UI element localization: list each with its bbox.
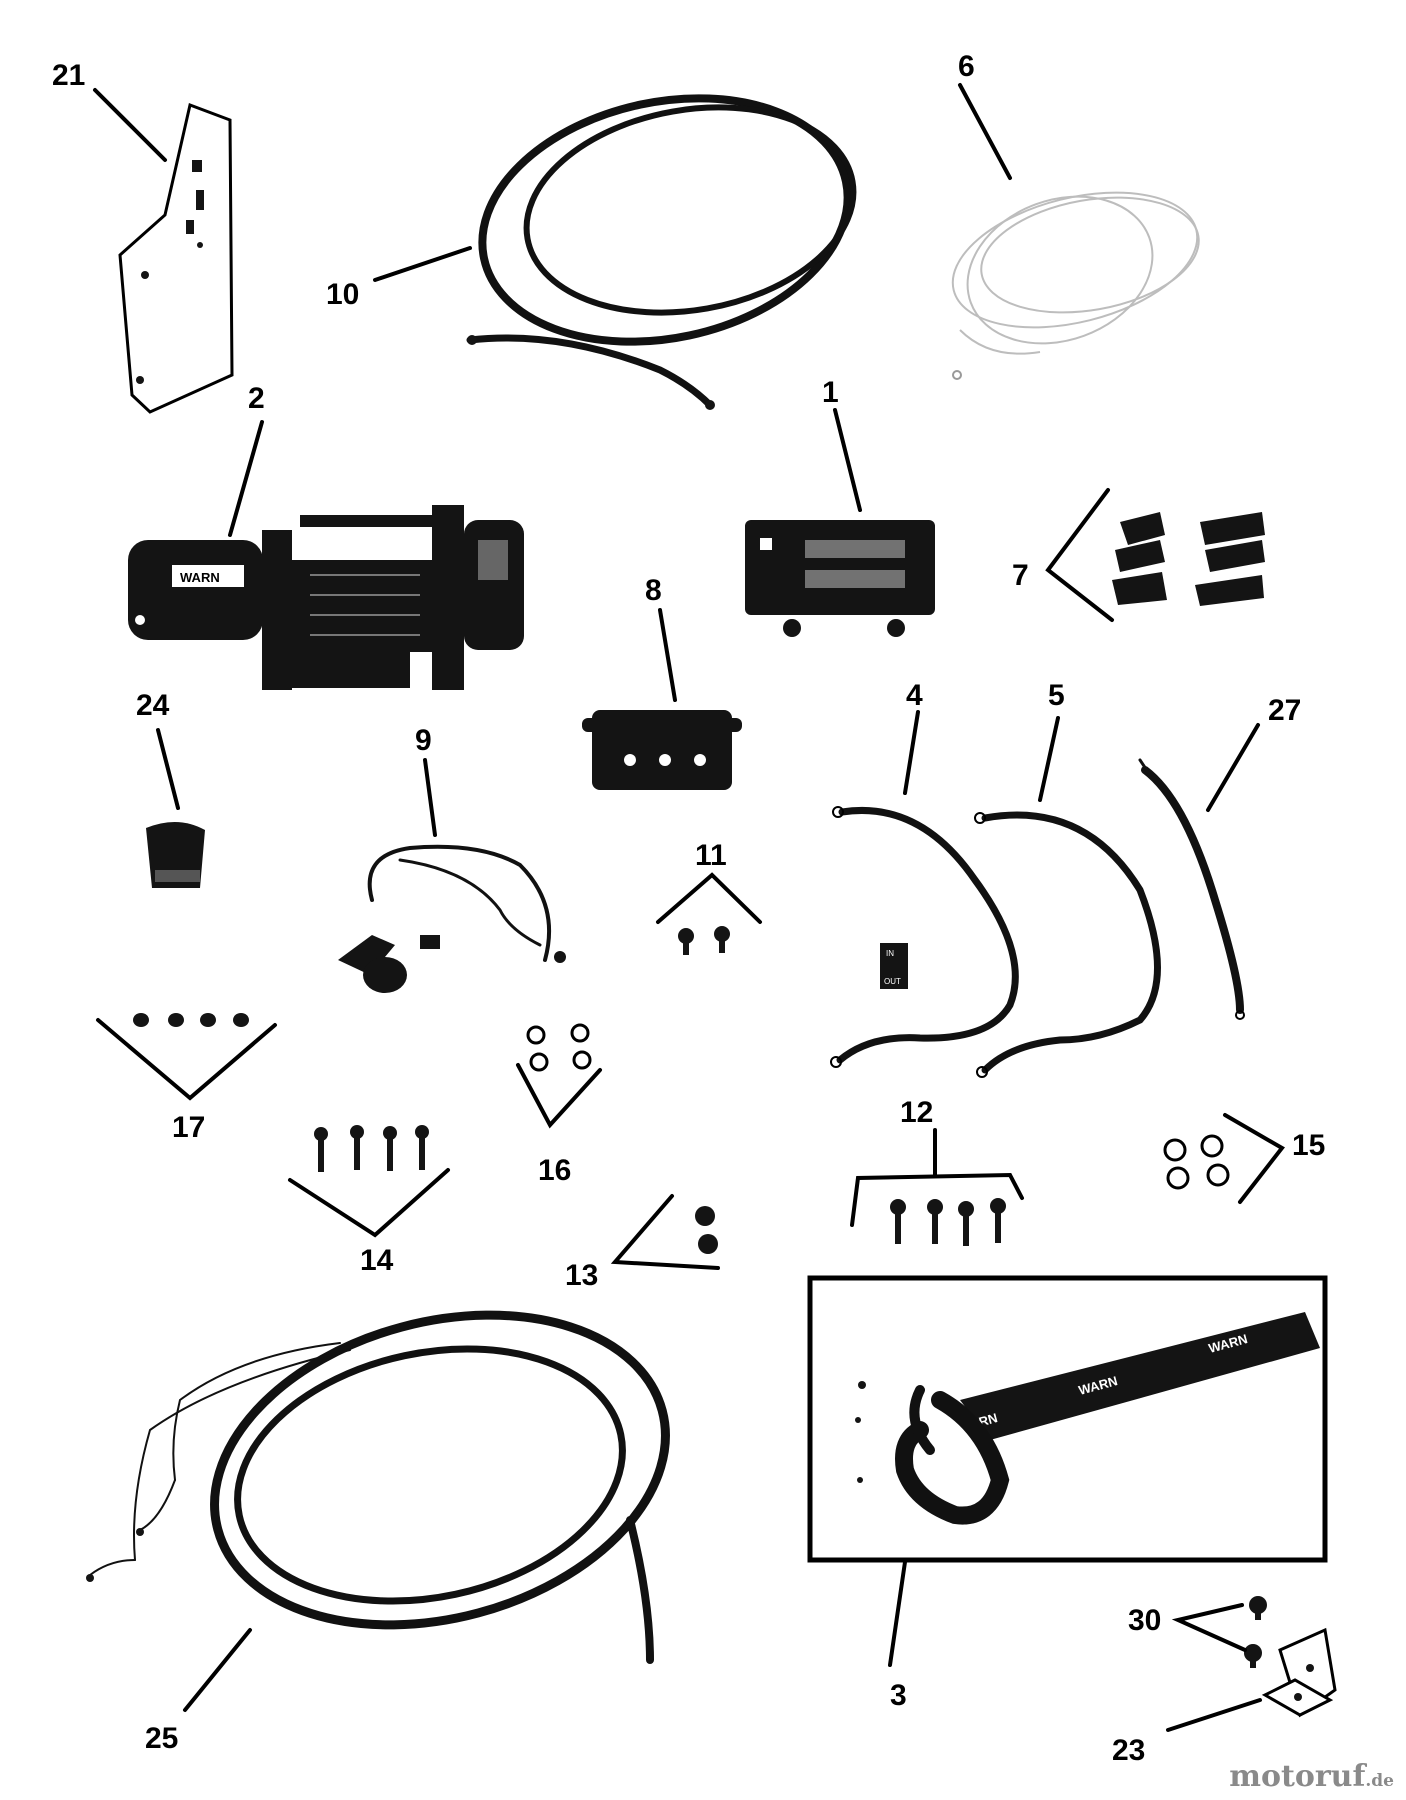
roller-fairlead-part bbox=[745, 520, 935, 637]
mounting-plate-part bbox=[118, 102, 234, 414]
leader-2 bbox=[228, 420, 264, 537]
leader-3 bbox=[888, 1560, 907, 1667]
leader-8 bbox=[658, 608, 677, 702]
contactor-part bbox=[582, 710, 742, 790]
leader-14 bbox=[288, 1168, 450, 1238]
remote-switch-part bbox=[338, 844, 566, 993]
callout-30: 30 bbox=[1128, 1604, 1161, 1637]
callout-27: 27 bbox=[1268, 694, 1301, 727]
switch-in-label: IN bbox=[886, 949, 894, 958]
callout-3: 3 bbox=[890, 1679, 907, 1712]
leader-5 bbox=[1038, 716, 1060, 802]
callout-6: 6 bbox=[958, 50, 975, 83]
leader-1 bbox=[833, 408, 862, 512]
callout-1: 1 bbox=[822, 376, 839, 409]
callout-13: 13 bbox=[565, 1259, 598, 1292]
washers-16-part bbox=[526, 1023, 592, 1072]
battery-cable-5-part bbox=[974, 811, 1161, 1078]
leader-13 bbox=[610, 1194, 720, 1270]
nuts-17-part bbox=[133, 1013, 249, 1027]
terminal-boots-part bbox=[1112, 512, 1265, 606]
bolts-12-part bbox=[890, 1198, 1006, 1246]
callout-11: 11 bbox=[695, 839, 727, 872]
callout-25: 25 bbox=[145, 1722, 178, 1755]
leader-17 bbox=[96, 1018, 277, 1101]
callout-2: 2 bbox=[248, 382, 265, 415]
callout-12: 12 bbox=[900, 1096, 933, 1129]
leader-25 bbox=[183, 1628, 252, 1712]
callout-16: 16 bbox=[538, 1154, 571, 1187]
nuts-13-part bbox=[695, 1206, 718, 1254]
ground-cable-part bbox=[1138, 758, 1245, 1020]
leader-7 bbox=[1045, 488, 1114, 622]
leader-6 bbox=[958, 83, 1012, 180]
leader-11 bbox=[656, 872, 762, 924]
callout-8: 8 bbox=[645, 574, 662, 607]
callout-17: 17 bbox=[172, 1111, 205, 1144]
winch-part: WARN bbox=[128, 505, 524, 690]
kit-box bbox=[807, 1275, 1328, 1563]
callout-7: 7 bbox=[1012, 559, 1029, 592]
synthetic-rope-part bbox=[951, 191, 1200, 380]
leader-23 bbox=[1166, 1698, 1262, 1732]
site-watermark: motoruf.de bbox=[1229, 1759, 1394, 1794]
bolts-14-part bbox=[314, 1125, 429, 1172]
hook-strap-kit-part: WARN WARN WARN bbox=[807, 1275, 1328, 1563]
leader-24 bbox=[156, 728, 180, 810]
screws-30-part bbox=[1244, 1596, 1267, 1668]
power-cable-part bbox=[466, 94, 857, 410]
leader-30 bbox=[1171, 1603, 1247, 1652]
leader-10 bbox=[373, 246, 472, 282]
callout-5: 5 bbox=[1048, 679, 1065, 712]
leader-15 bbox=[1223, 1113, 1285, 1204]
washers-15-part bbox=[1163, 1134, 1230, 1190]
callout-9: 9 bbox=[415, 724, 432, 757]
winch-brand-label: WARN bbox=[180, 570, 220, 585]
remote-cable-part bbox=[86, 1310, 670, 1664]
callout-14: 14 bbox=[360, 1244, 394, 1277]
bracket-part bbox=[1261, 1627, 1337, 1718]
leader-21 bbox=[93, 88, 167, 162]
callout-10: 10 bbox=[326, 278, 359, 311]
callout-15: 15 bbox=[1292, 1129, 1325, 1162]
switch-out-label: OUT bbox=[884, 977, 901, 986]
leader-16 bbox=[516, 1063, 602, 1129]
leader-9 bbox=[423, 758, 437, 837]
callout-24: 24 bbox=[136, 689, 170, 722]
screws-11-part bbox=[678, 926, 730, 955]
callout-21: 21 bbox=[52, 59, 85, 92]
rocker-switch-part bbox=[146, 821, 205, 888]
leader-27 bbox=[1206, 723, 1260, 812]
battery-cable-4-part: IN OUT bbox=[830, 806, 1019, 1068]
leader-4 bbox=[903, 710, 920, 795]
callout-23: 23 bbox=[1112, 1734, 1145, 1767]
callout-4: 4 bbox=[906, 679, 923, 712]
